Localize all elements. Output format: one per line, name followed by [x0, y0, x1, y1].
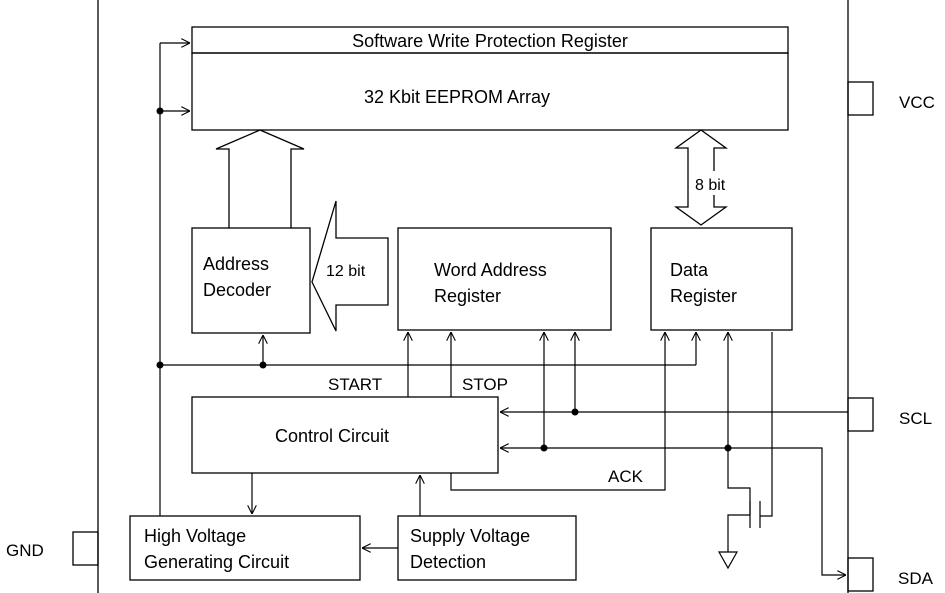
- pin-label-vcc: VCC: [899, 93, 935, 112]
- address-decoder-block: [191, 227, 311, 334]
- high-voltage-label: High Voltage Generating Circuit: [144, 526, 289, 572]
- pin-label-scl: SCL: [899, 409, 932, 428]
- address-bus-label: 12 bit: [326, 263, 366, 280]
- decoder-to-array-bus: [215, 129, 305, 228]
- pin-label-gnd: GND: [6, 541, 44, 560]
- start-label: START: [328, 375, 382, 394]
- pin-vcc: [847, 81, 874, 116]
- pin-scl: [847, 397, 874, 432]
- junction-dots: [156, 107, 732, 452]
- pin-gnd: [72, 531, 99, 566]
- high-voltage-block: [129, 515, 361, 581]
- address-bus-12bit: [311, 200, 389, 332]
- signal-wires: [159, 43, 848, 575]
- supply-voltage-label: Supply Voltage Detection: [410, 526, 535, 572]
- pin-sda: [847, 557, 874, 592]
- swp-register-label: Software Write Protection Register: [352, 31, 628, 51]
- ack-label: ACK: [608, 467, 644, 486]
- word-address-register-block: [397, 227, 612, 331]
- word-address-register-label: Word Address Register: [434, 260, 552, 306]
- address-decoder-label: Address Decoder: [203, 254, 274, 300]
- control-circuit-label: Control Circuit: [275, 426, 389, 446]
- data-bus-label: 8 bit: [695, 177, 726, 194]
- data-register-block: [650, 227, 793, 331]
- pin-label-sda: SDA: [898, 569, 934, 588]
- eeprom-array-block: [191, 52, 789, 131]
- data-register-label: Data Register: [670, 260, 737, 306]
- stop-label: STOP: [462, 375, 508, 394]
- eeprom-array-label: 32 Kbit EEPROM Array: [364, 87, 550, 107]
- control-circuit-block: [191, 396, 499, 474]
